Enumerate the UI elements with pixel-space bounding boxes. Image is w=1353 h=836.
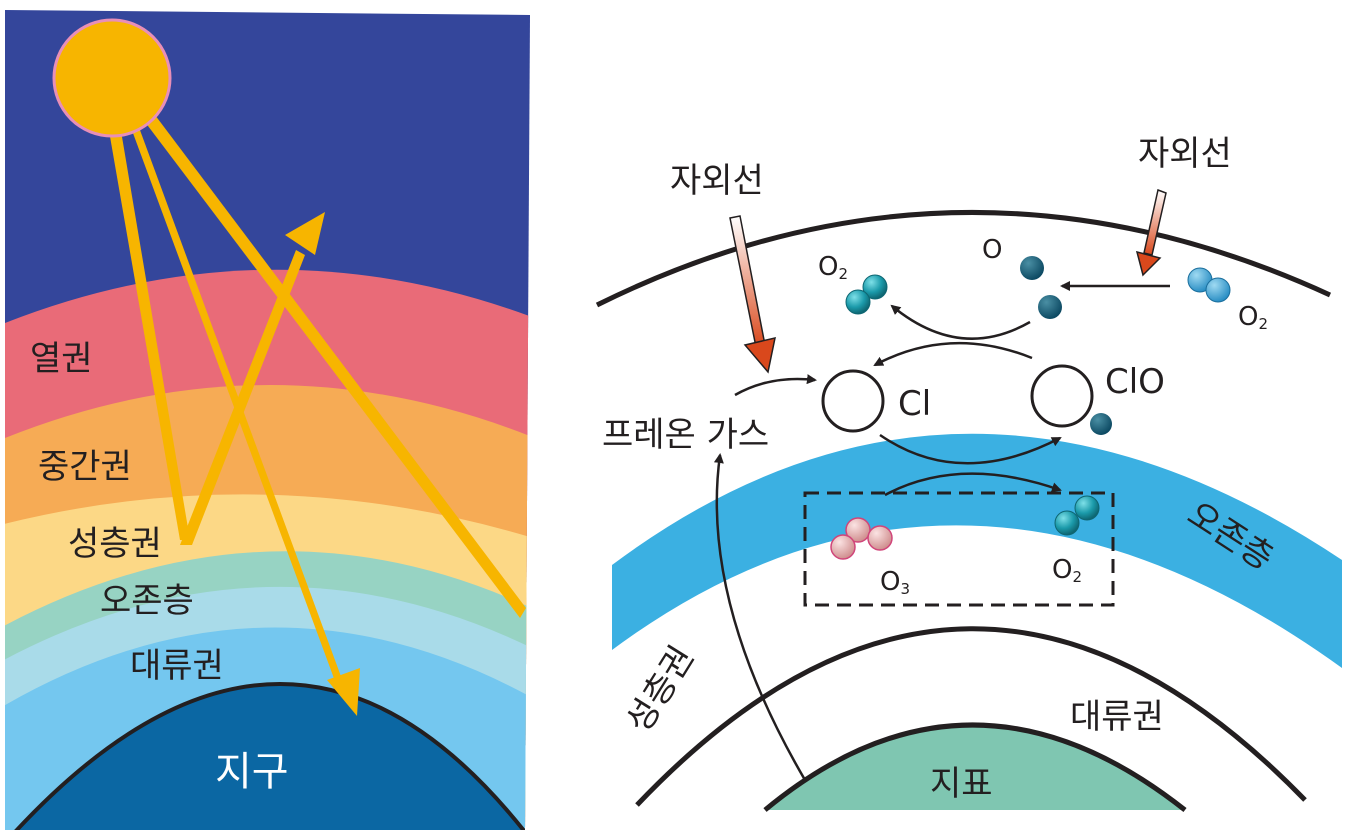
o2-molecule-box — [1054, 495, 1100, 536]
label-uv-left: 자외선 — [670, 161, 764, 201]
ground-outline — [763, 722, 1187, 812]
label-cl: Cl — [898, 384, 931, 424]
label-troposphere-right: 대류권 — [1070, 697, 1164, 737]
label-o2-top-left: O2 — [818, 252, 848, 283]
label-surface: 지표 — [930, 764, 993, 804]
sunlight-rays — [108, 115, 526, 716]
label-freon-gas: 프레온 가스 — [602, 415, 769, 455]
o3-molecule — [830, 517, 893, 560]
uv-arrow-right — [1135, 188, 1167, 277]
label-o2-top-right: O2 — [1238, 302, 1268, 333]
label-thermosphere: 열권 — [30, 339, 93, 379]
label-mesosphere: 중간권 — [38, 447, 132, 487]
upper-atmosphere-boundary — [595, 209, 1332, 308]
label-stratosphere: 성층권 — [68, 524, 162, 564]
tropopause-boundary — [635, 626, 1307, 807]
reaction-box — [803, 491, 1115, 607]
label-earth: 지구 — [215, 749, 289, 795]
chlorine-atom — [821, 369, 885, 433]
ozone-band — [612, 433, 1342, 668]
uv-arrow-left — [729, 215, 776, 374]
atmosphere-layers-panel: 열권 중간권 성층권 오존층 대류권 지구 — [5, 10, 530, 830]
label-o-atom: O — [982, 235, 1002, 265]
label-clo: ClO — [1105, 362, 1165, 402]
reaction-arrows — [713, 281, 1170, 781]
oxygen-atom — [1020, 256, 1044, 280]
chlorine-monoxide-cl — [1030, 364, 1094, 428]
label-ozone-layer: 오존층 — [100, 581, 194, 621]
label-troposphere: 대류권 — [130, 646, 224, 686]
earth — [10, 682, 530, 830]
oxygen-atom — [1038, 295, 1062, 319]
label-stratosphere-right: 성층권 — [619, 639, 703, 740]
label-o3: O3 — [880, 567, 910, 598]
o2-molecule-top-right — [1187, 267, 1231, 303]
sun-icon — [52, 18, 172, 138]
ozone-depletion-panel: 자외선 자외선 — [595, 134, 1342, 812]
label-uv-right: 자외선 — [1138, 134, 1232, 174]
chlorine-monoxide-o — [1090, 413, 1112, 435]
o2-molecule-top-left — [845, 274, 888, 315]
label-o2-box: O2 — [1052, 555, 1082, 586]
